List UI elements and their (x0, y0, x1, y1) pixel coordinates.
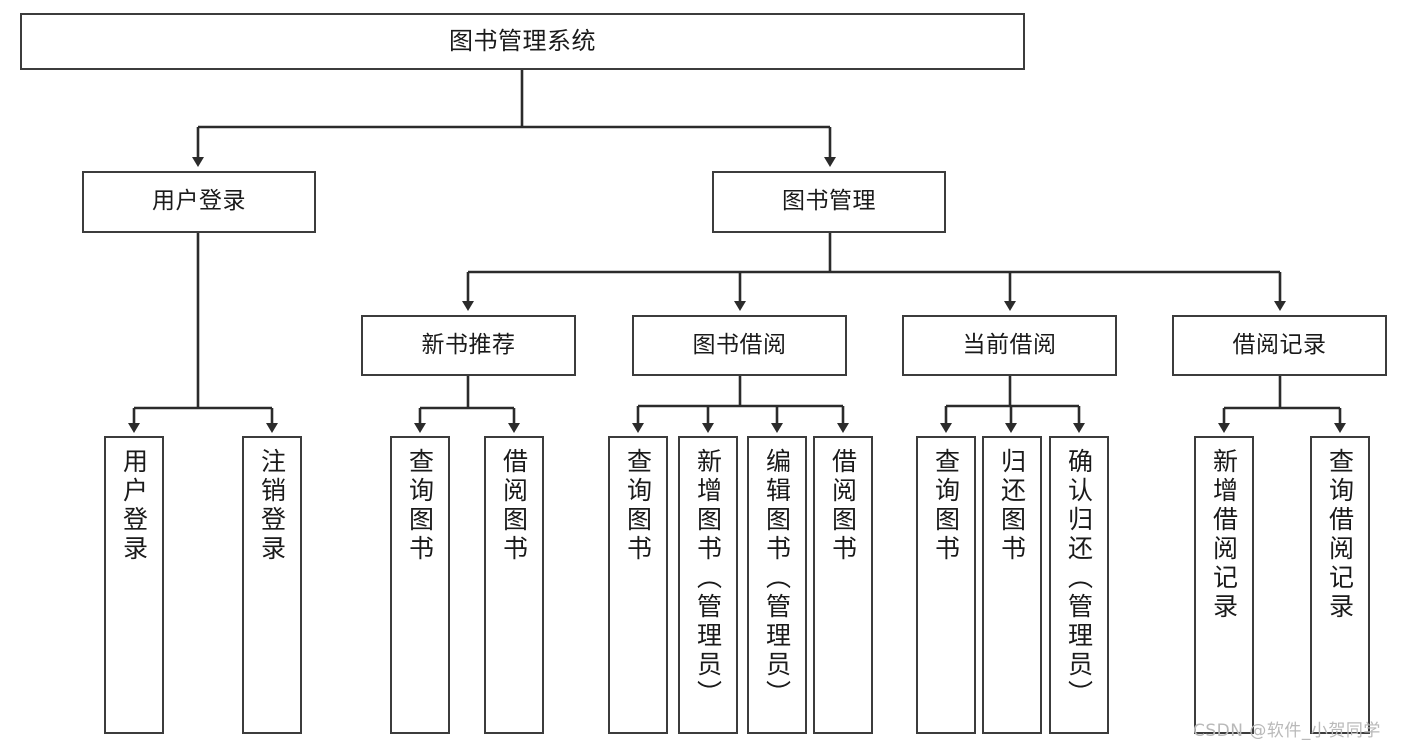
leaf-user-login[interactable]: 用户登录 (104, 436, 164, 734)
leaf-user-login-label: 用户登录 (119, 448, 149, 564)
node-current-borrow[interactable]: 当前借阅 (902, 315, 1117, 376)
leaf-add-book[interactable]: 新增图书（管理员） (678, 436, 738, 734)
leaf-logout-label: 注销登录 (257, 448, 287, 564)
leaf-add-record[interactable]: 新增借阅记录 (1194, 436, 1254, 734)
leaf-borrow-book-1-label: 借阅图书 (499, 448, 529, 564)
leaf-add-book-label: 新增图书（管理员） (693, 448, 723, 709)
node-book-manage[interactable]: 图书管理 (712, 171, 946, 233)
leaf-query-book-2-label: 查询图书 (623, 448, 653, 564)
leaf-borrow-book-2-label: 借阅图书 (828, 448, 858, 564)
leaf-confirm-return-label: 确认归还（管理员） (1064, 448, 1094, 709)
leaf-query-book-1-label: 查询图书 (405, 448, 435, 564)
csdn-watermark: CSDN @软件_小贺同学 (1193, 721, 1381, 741)
leaf-query-record-label: 查询借阅记录 (1325, 448, 1355, 622)
leaf-query-book-3-label: 查询图书 (931, 448, 961, 564)
node-book-borrow-label: 图书借阅 (692, 331, 787, 358)
node-borrow-record-label: 借阅记录 (1232, 331, 1327, 358)
node-book-manage-label: 图书管理 (782, 188, 876, 215)
leaf-query-book-2[interactable]: 查询图书 (608, 436, 668, 734)
leaf-confirm-return[interactable]: 确认归还（管理员） (1049, 436, 1109, 734)
leaf-query-book-1[interactable]: 查询图书 (390, 436, 450, 734)
node-root-label: 图书管理系统 (449, 27, 596, 56)
node-root[interactable]: 图书管理系统 (20, 13, 1025, 70)
node-book-borrow[interactable]: 图书借阅 (632, 315, 847, 376)
leaf-edit-book-label: 编辑图书（管理员） (762, 448, 792, 709)
leaf-return-book-label: 归还图书 (997, 448, 1027, 564)
leaf-borrow-book-1[interactable]: 借阅图书 (484, 436, 544, 734)
node-borrow-record[interactable]: 借阅记录 (1172, 315, 1387, 376)
leaf-query-record[interactable]: 查询借阅记录 (1310, 436, 1370, 734)
leaf-logout[interactable]: 注销登录 (242, 436, 302, 734)
node-user-login[interactable]: 用户登录 (82, 171, 316, 233)
leaf-add-record-label: 新增借阅记录 (1209, 448, 1239, 622)
leaf-return-book[interactable]: 归还图书 (982, 436, 1042, 734)
leaf-borrow-book-2[interactable]: 借阅图书 (813, 436, 873, 734)
leaf-edit-book[interactable]: 编辑图书（管理员） (747, 436, 807, 734)
node-current-borrow-label: 当前借阅 (962, 331, 1057, 358)
leaf-query-book-3[interactable]: 查询图书 (916, 436, 976, 734)
node-new-book-rec[interactable]: 新书推荐 (361, 315, 576, 376)
node-new-book-rec-label: 新书推荐 (421, 331, 516, 358)
node-user-login-label: 用户登录 (152, 188, 246, 215)
